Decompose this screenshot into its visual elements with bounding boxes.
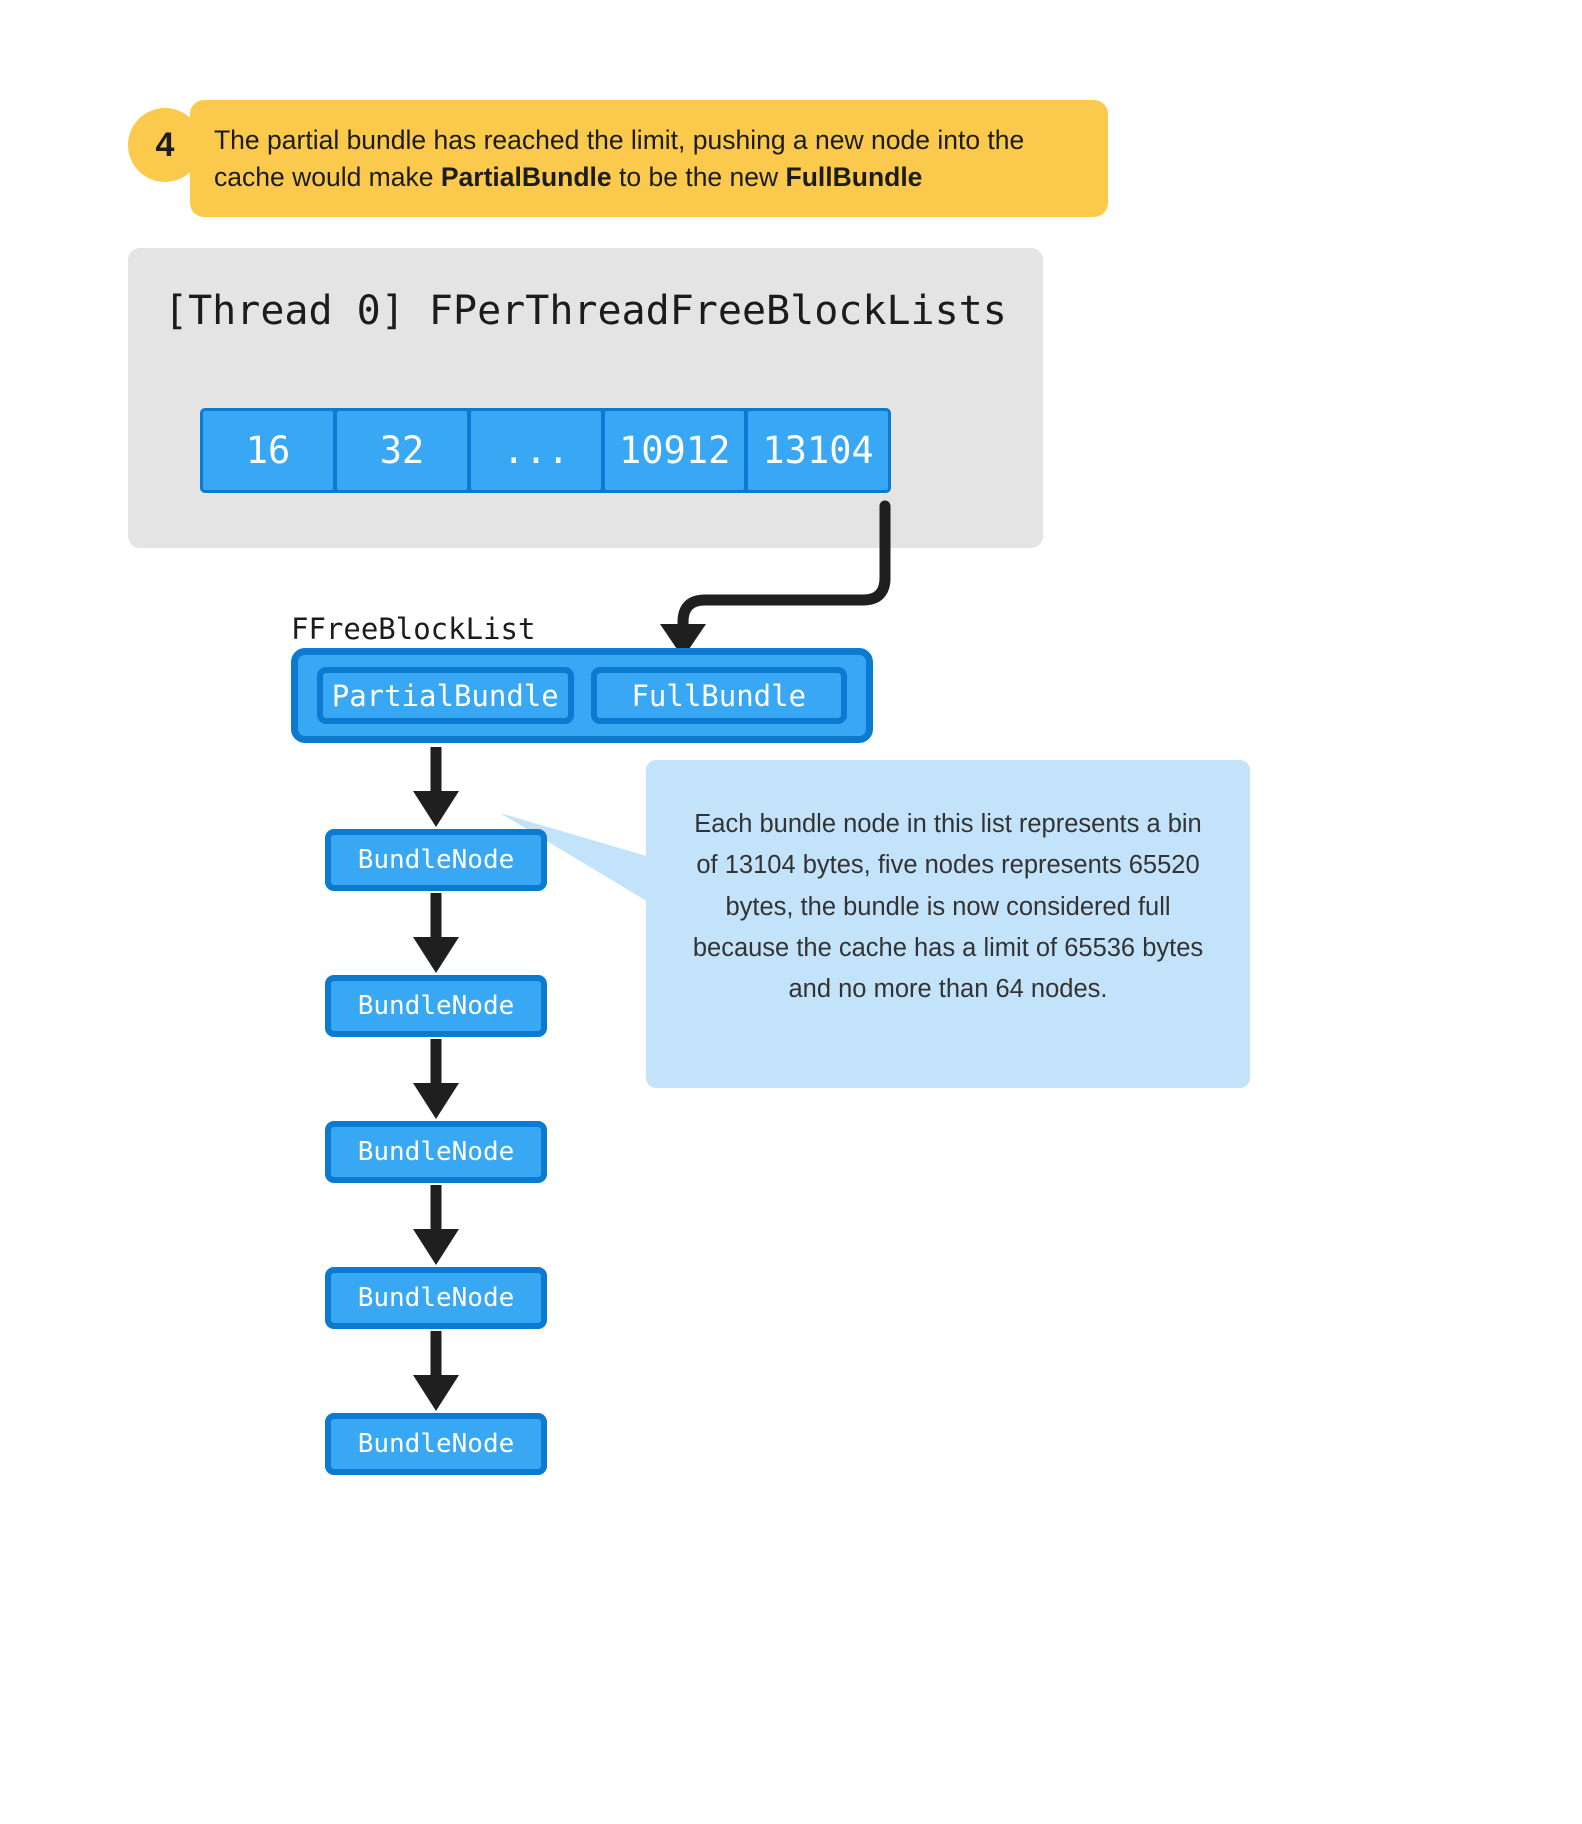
step-callout-text: The partial bundle has reached the limit… (190, 100, 1108, 218)
bin-cell-selected[interactable]: 13104 (748, 411, 888, 490)
partial-bundle-slot[interactable]: PartialBundle (317, 667, 574, 724)
bin-to-list-arrow-icon (660, 500, 891, 658)
bundle-node[interactable]: BundleNode (325, 829, 547, 891)
step-callout: 4 The partial bundle has reached the lim… (128, 100, 1108, 218)
chain-arrow-icon (413, 1039, 459, 1119)
bundle-node[interactable]: BundleNode (325, 1413, 547, 1475)
step-text-part2: to be the new (611, 161, 786, 192)
thread-panel: [Thread 0] FPerThreadFreeBlockLists 16 3… (128, 248, 1043, 548)
chain-arrow-icon (413, 1331, 459, 1411)
bundle-node[interactable]: BundleNode (325, 1121, 547, 1183)
chain-arrow-icon (413, 1185, 459, 1265)
full-bundle-slot[interactable]: FullBundle (590, 667, 847, 724)
bin-cell[interactable]: 10912 (605, 411, 745, 490)
ffreeblocklist-container: PartialBundle FullBundle (291, 648, 873, 743)
step-bold-partialbundle: PartialBundle (440, 161, 612, 192)
bin-cell[interactable]: 32 (337, 411, 467, 490)
bin-cell[interactable]: ... (471, 411, 601, 490)
step-number-badge: 4 (128, 108, 202, 182)
bundle-node[interactable]: BundleNode (325, 1267, 547, 1329)
step-text-part1: The partial bundle has reached the limit… (214, 125, 1025, 192)
chain-arrow-icon (413, 747, 459, 827)
chain-arrow-icon (413, 893, 459, 973)
thread-panel-title: [Thread 0] FPerThreadFreeBlockLists (164, 288, 1007, 334)
bin-row: 16 32 ... 10912 13104 (200, 408, 891, 493)
bin-cell[interactable]: 16 (203, 411, 333, 490)
step-bold-fullbundle: FullBundle (785, 161, 923, 192)
bundle-node[interactable]: BundleNode (325, 975, 547, 1037)
info-callout: Each bundle node in this list represents… (646, 760, 1250, 1088)
bundle-node-chain: BundleNode BundleNode BundleNode BundleN… (325, 745, 550, 1475)
ffreeblocklist-label: FFreeBlockList (291, 612, 536, 646)
